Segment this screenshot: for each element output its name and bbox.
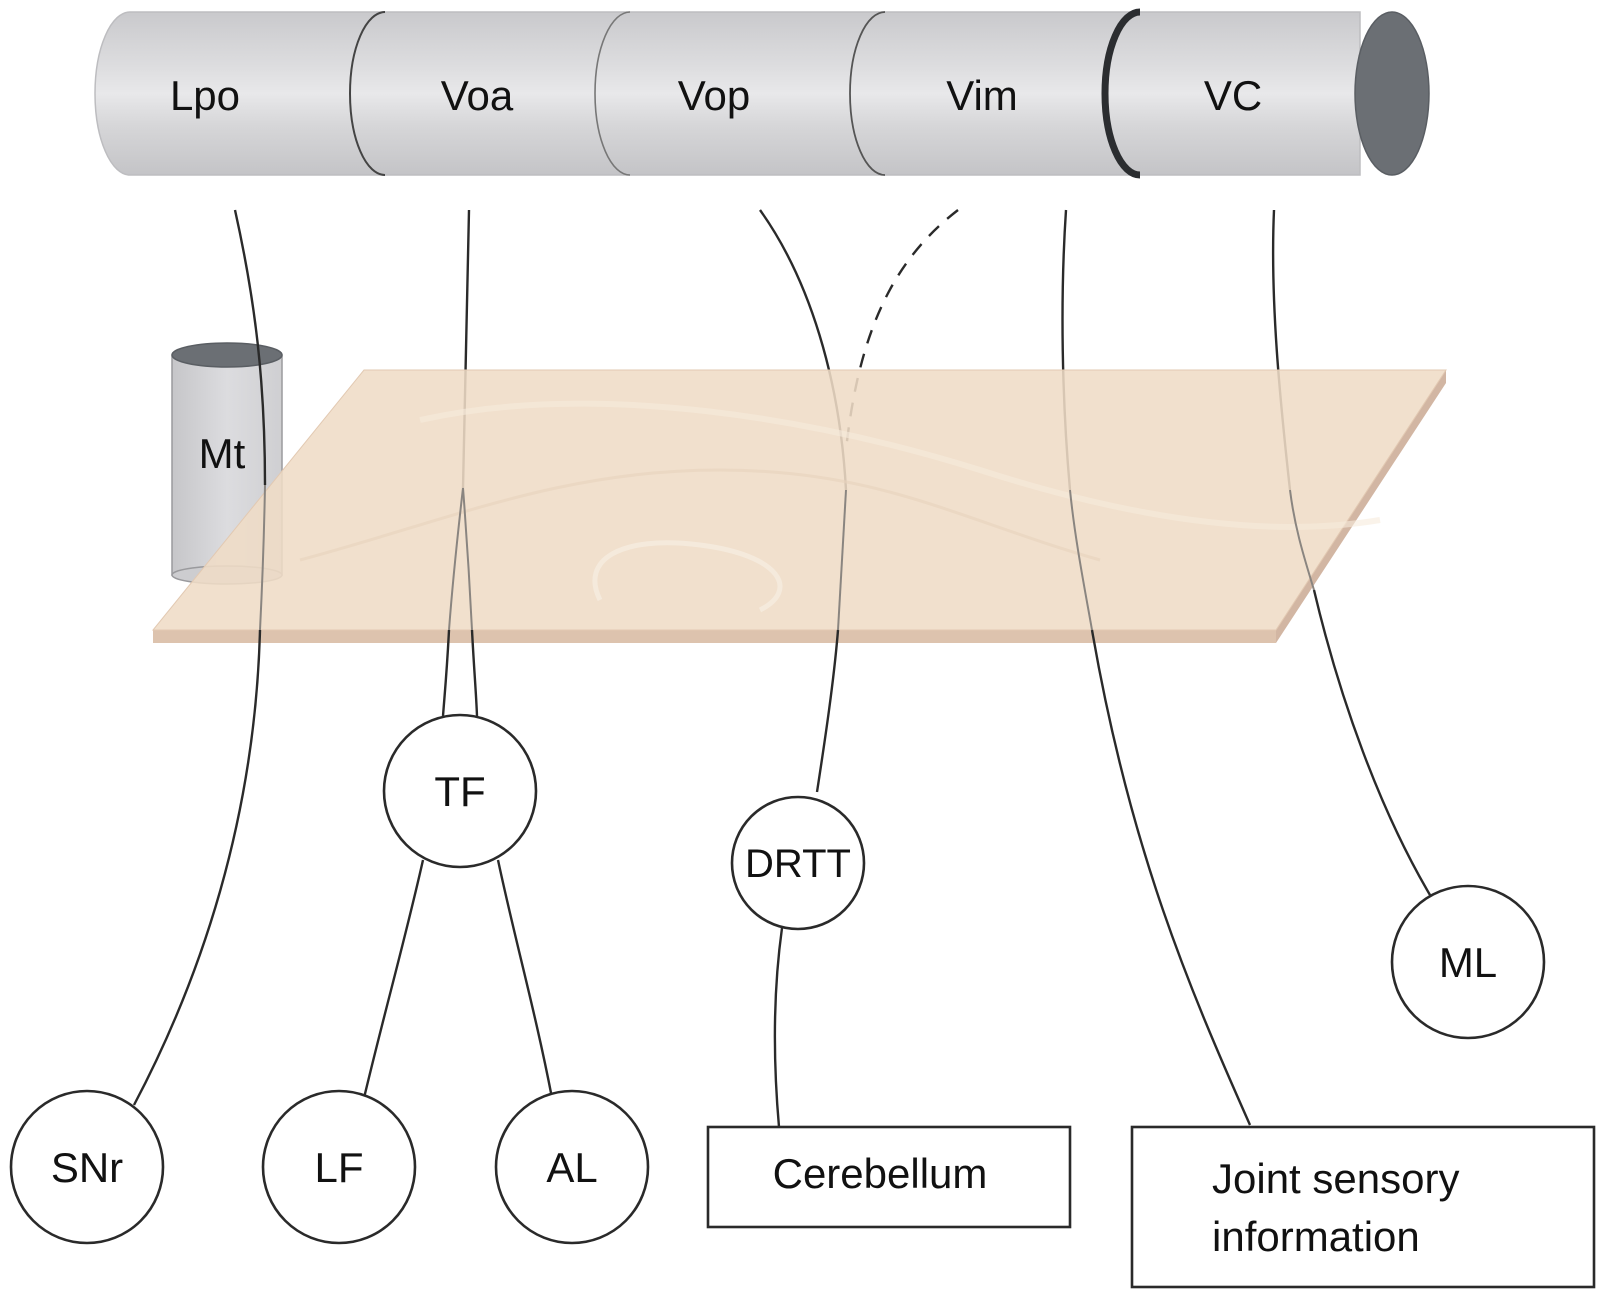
box-joint-sensory-rect (1130, 1125, 1596, 1289)
fiber-vc-left-lower (1090, 629, 1252, 1126)
cylinder-body (94, 11, 1361, 176)
fiber-lpo-upper (233, 209, 267, 486)
segment-label-lpo: Lpo (170, 72, 240, 119)
segment-boundary-3 (849, 11, 886, 176)
plane-texture-swirl-3 (299, 468, 1101, 562)
fiber-vc-right-in-plane (1289, 489, 1315, 591)
node-ml: ML (1390, 884, 1546, 1040)
segment-label-vim: Vim (946, 72, 1018, 119)
fibers-lower (132, 484, 1432, 1128)
plane-right-edge (1276, 370, 1446, 643)
fiber-tf-to-lf (362, 859, 425, 1099)
node-tf-circle (382, 713, 538, 869)
segment-label-vc: VC (1204, 72, 1262, 119)
fiber-vop-in-plane (837, 489, 847, 631)
node-ml-circle (1390, 884, 1546, 1040)
plane-front-edge (153, 630, 1276, 643)
node-lf: LF (261, 1089, 417, 1245)
plane-texture-swirl-1 (419, 400, 1381, 530)
fiber-voa-right-lower (470, 629, 479, 717)
node-snr-label: SNr (51, 1144, 123, 1191)
box-joint-sensory: Joint sensory information (1130, 1125, 1596, 1289)
node-tf-label: TF (434, 768, 485, 815)
plane-texture-swirl-2 (592, 540, 783, 613)
fiber-vc-left-in-plane (1069, 489, 1093, 631)
box-cerebellum-rect (706, 1125, 1072, 1229)
horizontal-plane (151, 369, 1447, 643)
segment-boundary-2 (594, 11, 631, 176)
cylinder-end-cap (1354, 11, 1430, 176)
box-cerebellum: Cerebellum (706, 1125, 1072, 1229)
fiber-lpo-lower (132, 629, 262, 1106)
fiber-vop-lower (815, 629, 840, 793)
segment-label-voa: Voa (441, 72, 514, 119)
fiber-lpo-in-plane (259, 484, 266, 631)
node-al-circle (494, 1089, 650, 1245)
node-al-label: AL (546, 1144, 597, 1191)
fiber-tf-to-al (496, 859, 554, 1099)
electrode-cylinder: Lpo Voa Vop Vim VC (94, 8, 1430, 179)
box-cerebellum-label: Cerebellum (773, 1150, 988, 1197)
node-drtt-circle (730, 795, 866, 931)
segment-label-vop: Vop (678, 72, 750, 119)
node-al: AL (494, 1089, 650, 1245)
fiber-voa-right-in-plane (462, 487, 473, 631)
node-snr: SNr (9, 1089, 165, 1245)
fiber-vc-right-lower (1312, 589, 1432, 896)
node-drtt-label: DRTT (745, 842, 851, 886)
node-lf-circle (261, 1089, 417, 1245)
node-drtt: DRTT (730, 795, 866, 931)
mt-cylinder-top-cap (171, 342, 283, 368)
node-ml-label: ML (1439, 939, 1497, 986)
fiber-voa-left-lower (441, 629, 451, 717)
segment-boundary-4 (1101, 8, 1141, 179)
plane-surface (151, 369, 1447, 631)
fiber-drtt-to-cerebellum (773, 927, 784, 1128)
fiber-voa-left-in-plane (448, 487, 464, 631)
box-joint-sensory-line1: Joint sensory (1212, 1155, 1459, 1202)
box-joint-sensory-line2: information (1212, 1213, 1420, 1260)
node-tf: TF (382, 713, 538, 869)
node-snr-circle (9, 1089, 165, 1245)
node-lf-label: LF (314, 1144, 363, 1191)
mt-label: Mt (199, 430, 246, 477)
segment-boundary-1 (349, 11, 386, 176)
